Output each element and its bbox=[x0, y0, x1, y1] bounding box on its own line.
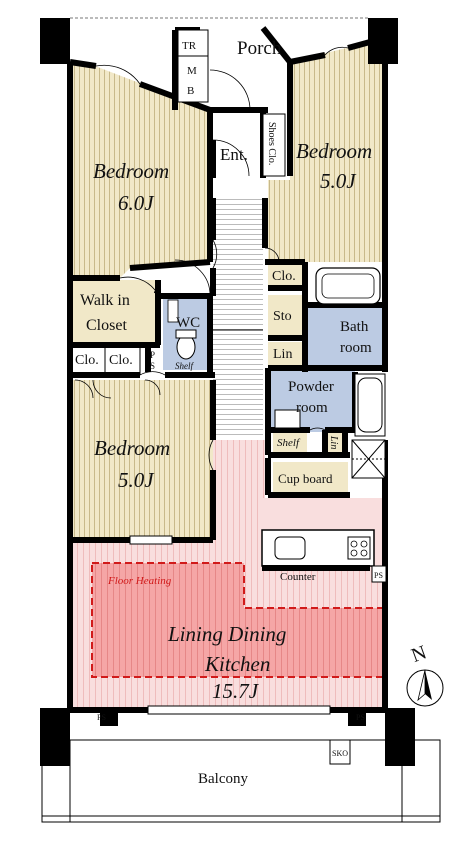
closet-left-2-label: Clo. bbox=[109, 353, 133, 368]
ldk-size-label: 15.7J bbox=[212, 679, 260, 703]
bedroom-nw-name: Bedroom bbox=[93, 159, 169, 183]
bedroom-sw-name: Bedroom bbox=[94, 436, 170, 460]
wc-shelf-label: Shelf bbox=[175, 361, 194, 371]
walk-in-closet-label-2: Closet bbox=[86, 317, 127, 334]
linen-lower-label: Lin bbox=[328, 435, 339, 449]
ps-bottom-right-label: PS bbox=[356, 713, 365, 722]
lin-lower-floor bbox=[328, 430, 342, 454]
ps-right-label: PS bbox=[374, 571, 383, 580]
powder-room-label-1: Powder bbox=[288, 379, 334, 395]
linen-upper-label: Lin bbox=[273, 347, 292, 362]
bedroom-sw-floor bbox=[70, 380, 213, 538]
bedroom-nw-size: 6.0J bbox=[118, 191, 155, 215]
bathroom-label-2: room bbox=[340, 340, 372, 356]
balcony-floor bbox=[41, 739, 441, 823]
wc-label: WC bbox=[176, 315, 200, 331]
mb-b-label: B bbox=[187, 85, 194, 97]
north-label: N bbox=[408, 642, 429, 668]
closet-right-label: Clo. bbox=[272, 269, 296, 284]
shelf-floor bbox=[273, 430, 307, 452]
lin-upper-floor bbox=[268, 342, 302, 366]
ps-bottom-left-label: PS bbox=[97, 713, 106, 722]
shoes-closet-label: Shoes Clo. bbox=[266, 122, 277, 165]
bathroom-floor bbox=[308, 308, 385, 370]
cupboard-label: Cup board bbox=[278, 471, 333, 486]
powder-room-label-2: room bbox=[296, 400, 328, 416]
north-arrow-icon: N bbox=[406, 642, 444, 707]
mb-m-label: M bbox=[187, 65, 197, 77]
walk-in-closet-label-1: Walk in bbox=[80, 292, 130, 309]
porch-label: Porch bbox=[237, 38, 282, 59]
cupboard-floor bbox=[273, 462, 348, 494]
bedroom-ne-floor bbox=[268, 42, 385, 262]
tr-label: TR bbox=[182, 40, 197, 52]
counter-label: Counter bbox=[280, 571, 316, 583]
entrance-label: Ent. bbox=[220, 145, 248, 164]
ldk-label-1: Lining Dining bbox=[167, 622, 286, 646]
closet-left-1-label: Clo. bbox=[75, 353, 99, 368]
bedroom-sw-size: 5.0J bbox=[118, 468, 155, 492]
balcony-label: Balcony bbox=[198, 771, 248, 787]
bedroom-ne-name: Bedroom bbox=[296, 139, 372, 163]
ldk-label-2: Kitchen bbox=[204, 652, 270, 676]
bedroom-nw-floor bbox=[70, 62, 210, 278]
sko-label: SKO bbox=[332, 749, 348, 758]
floor-heating-label: Floor Heating bbox=[107, 575, 172, 587]
storage-label: Sto bbox=[273, 309, 292, 324]
hall-floor bbox=[213, 198, 263, 438]
clo-floor bbox=[268, 262, 302, 288]
ps-s-label: S bbox=[150, 361, 155, 371]
sto-floor bbox=[268, 295, 302, 335]
walk-in-closet-floor bbox=[70, 280, 158, 342]
bedroom-ne-size: 5.0J bbox=[320, 169, 357, 193]
powder-shelf-label: Shelf bbox=[277, 437, 301, 449]
bathroom-label-1: Bath bbox=[340, 319, 369, 335]
ps-p-label: P bbox=[150, 350, 155, 360]
